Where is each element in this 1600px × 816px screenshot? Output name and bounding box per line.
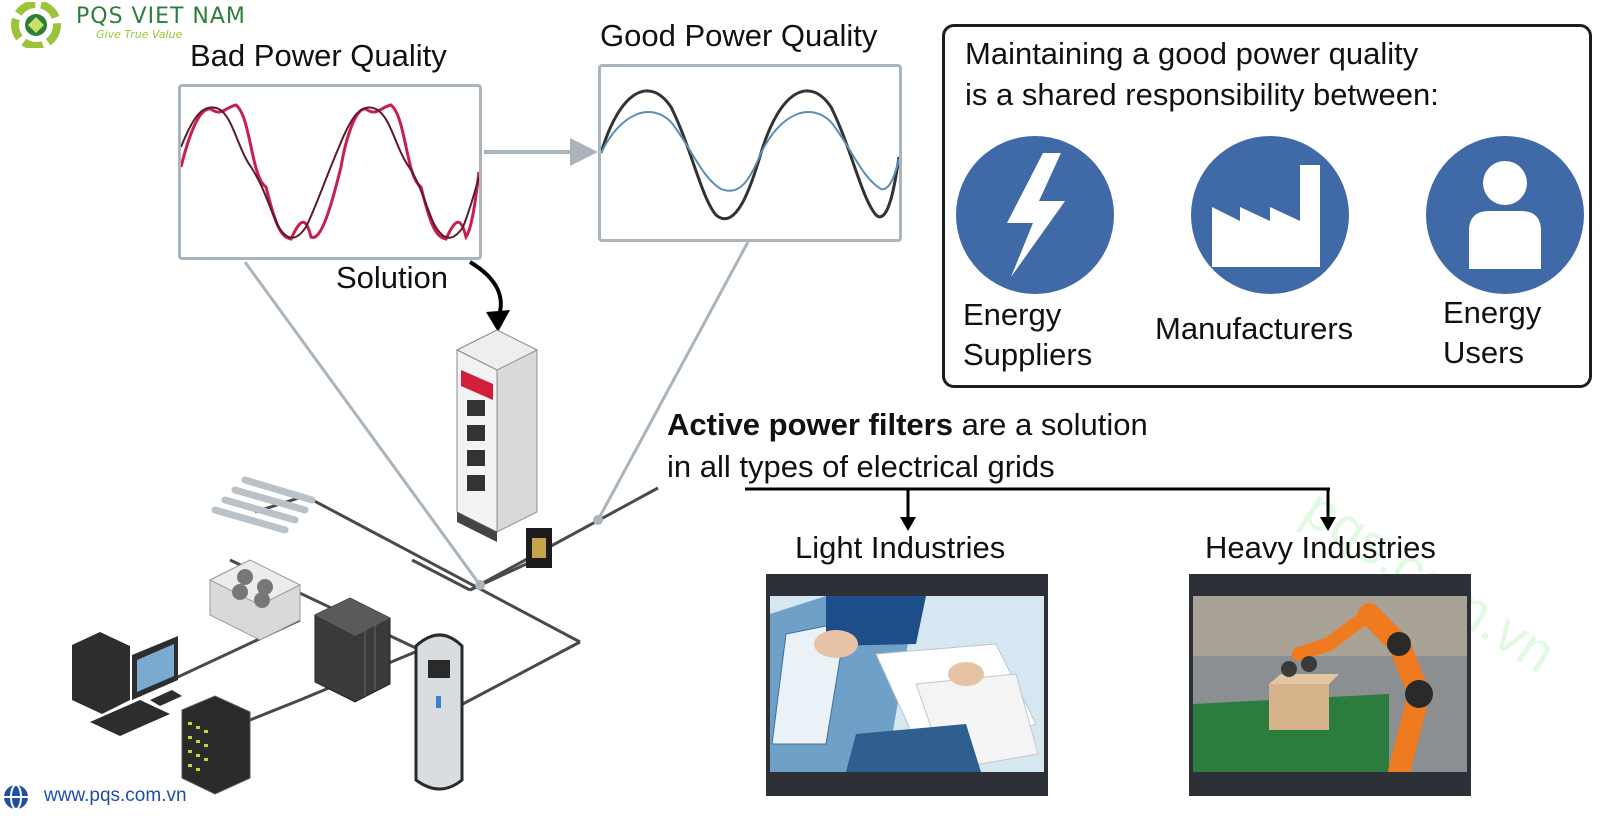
bad-quality-panel xyxy=(178,84,482,260)
responsibility-heading-line1: Maintaining a good power quality xyxy=(965,36,1419,71)
actor-label-line2: Users xyxy=(1443,335,1524,370)
active-filters-statement: Active power filters are a solution in a… xyxy=(667,404,1148,488)
solution-arrowhead xyxy=(486,310,510,332)
fluorescent-tubes xyxy=(211,476,316,534)
active-filter-cabinet xyxy=(455,329,539,542)
electrical-cabinet xyxy=(314,597,391,703)
responsibility-box: Maintaining a good power quality is a sh… xyxy=(942,24,1592,388)
active-filters-bold: Active power filters xyxy=(667,407,953,442)
sine-waveform xyxy=(599,89,901,221)
desktop-computer xyxy=(72,632,182,736)
actor-label-line1: Energy xyxy=(1443,295,1542,330)
actor-label-line1: Energy xyxy=(963,297,1062,332)
solution-arrow xyxy=(468,260,503,319)
good-quality-title: Good Power Quality xyxy=(600,18,878,53)
brand-name: PQS VIET NAM xyxy=(76,4,246,29)
bad-quality-title: Bad Power Quality xyxy=(190,38,447,73)
server-rack xyxy=(181,695,251,795)
actor-energy-suppliers: Energy Suppliers xyxy=(963,295,1092,375)
actor-energy-users: Energy Users xyxy=(1443,293,1541,373)
web-icon xyxy=(2,783,30,816)
industry-branch-arrows xyxy=(745,487,1336,531)
brand-tagline: Give True Value xyxy=(96,28,183,41)
panel-arrowhead xyxy=(570,138,598,166)
logo-icon xyxy=(11,0,61,50)
solution-label: Solution xyxy=(336,260,449,295)
ev-charger xyxy=(414,633,464,791)
industrial-robot-photo xyxy=(1189,574,1471,796)
hvac-unit xyxy=(208,559,302,641)
lightning-icon xyxy=(956,136,1114,294)
user-icon xyxy=(1426,136,1584,294)
responsibility-heading: Maintaining a good power quality is a sh… xyxy=(965,33,1585,115)
active-filters-rest: are a solution xyxy=(952,407,1148,442)
junction-node xyxy=(593,515,603,525)
junction-node xyxy=(475,580,485,590)
grid-diagram xyxy=(72,138,750,795)
actor-label-line1: Manufacturers xyxy=(1155,311,1354,346)
current-transformer xyxy=(526,528,552,568)
factory-icon xyxy=(1191,136,1349,294)
good-quality-panel xyxy=(598,64,902,242)
good-panel-connector xyxy=(596,241,750,521)
active-filters-line2: in all types of electrical grids xyxy=(667,449,1055,484)
actor-label-line2: Suppliers xyxy=(963,337,1093,372)
actor-manufacturers: Manufacturers xyxy=(1155,309,1353,349)
brand-logo xyxy=(2,0,72,50)
distorted-waveform xyxy=(179,103,481,241)
bad-panel-connector xyxy=(243,261,482,586)
light-industries-label: Light Industries xyxy=(795,530,1006,565)
heavy-industries-label: Heavy Industries xyxy=(1205,530,1436,565)
office-documents-photo xyxy=(766,574,1048,796)
website-url[interactable]: www.pqs.com.vn xyxy=(44,785,187,806)
responsibility-heading-line2: is a shared responsibility between: xyxy=(965,77,1439,112)
